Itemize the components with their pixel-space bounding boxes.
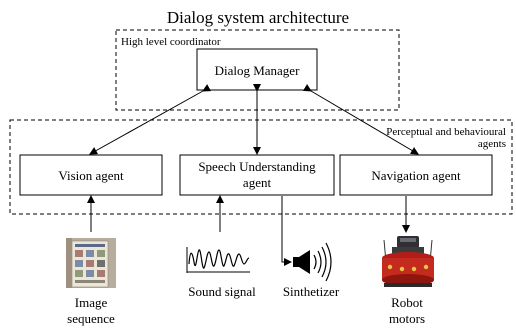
sound-signal-label: Sound signal [188, 284, 256, 299]
sound-wave-icon [186, 247, 250, 273]
perceptual-group-label-2: agents [478, 138, 506, 150]
image-sequence-label: Image [75, 295, 108, 310]
perceptual-group [9, 119, 513, 215]
dialog-manager-box [196, 48, 318, 91]
speech-agent-label: Speech Understanding [198, 159, 316, 174]
vision-agent-label: Vision agent [58, 168, 124, 183]
speech-agent-label-2: agent [243, 175, 272, 190]
speaker-icon [293, 242, 332, 282]
perceptual-group-label: Perceptual and behavioural [386, 126, 506, 138]
image-sequence-label-2: sequence [67, 311, 115, 326]
poster-photo-icon [66, 238, 116, 288]
robot-motors-label-2: motors [389, 311, 425, 326]
dm-navigation-connector [302, 84, 419, 155]
dialog-manager-label: Dialog Manager [215, 63, 301, 78]
diagram-title: Dialog system architecture [167, 8, 349, 27]
speech-to-synth-arrow [281, 196, 292, 266]
navigation-agent-box [339, 154, 493, 196]
navigation-agent-label: Navigation agent [371, 168, 461, 183]
synthesizer-label: Sinthetizer [283, 284, 340, 299]
robot-photo-icon [382, 236, 434, 287]
robot-motors-label: Robot [391, 295, 423, 310]
dm-vision-connector [89, 84, 212, 155]
speech-agent-box [179, 154, 335, 196]
coordinator-group-label: High level coordinator [121, 36, 221, 48]
vision-agent-box [19, 154, 163, 196]
